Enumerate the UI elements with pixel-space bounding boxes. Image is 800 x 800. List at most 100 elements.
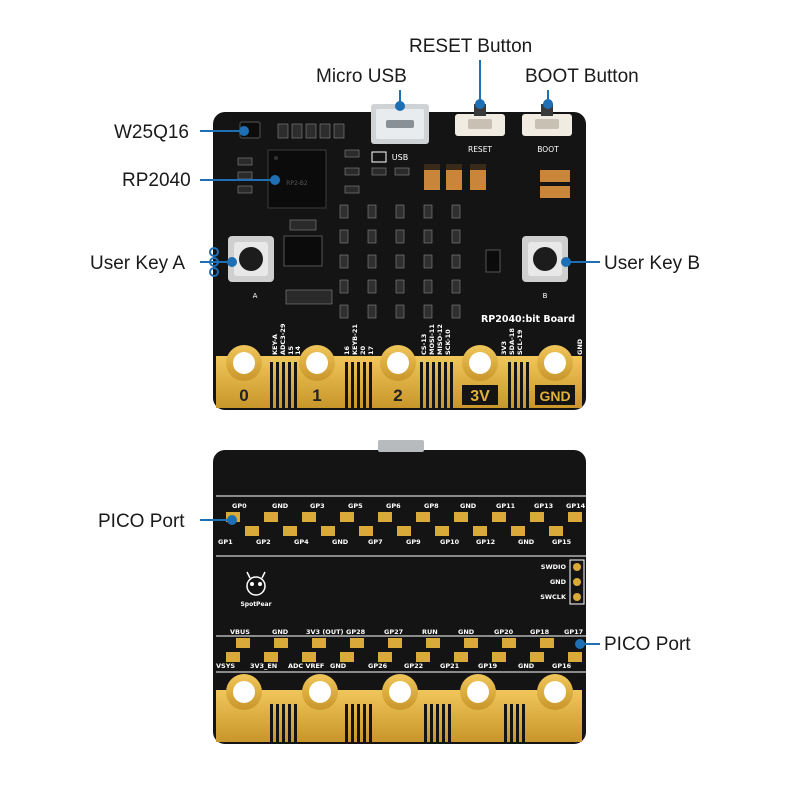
svg-text:14: 14 — [294, 345, 302, 355]
svg-text:KEYB-21: KEYB-21 — [351, 324, 359, 355]
boot-button — [522, 104, 572, 136]
misc-ics — [283, 219, 501, 305]
svg-text:GP9: GP9 — [406, 538, 421, 546]
svg-text:3V3 (OUT): 3V3 (OUT) — [306, 628, 344, 636]
svg-text:GP1: GP1 — [218, 538, 233, 546]
svg-text:GP22: GP22 — [404, 662, 423, 670]
svg-text:GP27: GP27 — [384, 628, 403, 636]
svg-text:16: 16 — [343, 345, 351, 355]
svg-text:SCL-19: SCL-19 — [516, 329, 524, 355]
back-edge-fingers-gaps — [270, 704, 525, 744]
front-edge-fingers-gaps — [270, 362, 529, 408]
svg-text:GP20: GP20 — [494, 628, 514, 636]
user-key-a — [228, 236, 274, 282]
swdio-label: SWDIO — [541, 563, 567, 571]
user-key-a-callout: User Key A — [90, 253, 186, 274]
pad-label-gnd: GND — [539, 388, 570, 404]
svg-text:GP3: GP3 — [310, 502, 325, 510]
svg-text:GND: GND — [458, 628, 475, 636]
svg-text:CS-13: CS-13 — [420, 334, 428, 355]
svg-text:GND: GND — [330, 662, 347, 670]
pad-label-2: 2 — [393, 386, 402, 405]
usb-silk-label: USB — [392, 153, 408, 162]
svg-text:ADC3-29: ADC3-29 — [279, 323, 287, 355]
micro-usb-connector — [371, 104, 429, 144]
svg-text:GND: GND — [272, 502, 289, 510]
boot-button-callout: BOOT Button — [525, 66, 639, 87]
user-key-b — [522, 236, 568, 282]
svg-text:17: 17 — [367, 346, 375, 355]
reset-button-callout: RESET Button — [409, 36, 533, 57]
key-b-silk-label: B — [543, 292, 548, 300]
svg-text:GP5: GP5 — [348, 502, 363, 510]
svg-text:MOSI-11: MOSI-11 — [428, 324, 436, 355]
swclk-label: SWCLK — [540, 593, 567, 601]
left-passives — [237, 149, 410, 194]
svg-text:GND: GND — [518, 662, 535, 670]
spotpear-logo-text: SpotPear — [240, 601, 271, 608]
pad-label-1: 1 — [312, 386, 321, 405]
svg-text:GP10: GP10 — [440, 538, 460, 546]
rp2040-callout: RP2040 — [122, 170, 191, 191]
svg-text:GP2: GP2 — [256, 538, 271, 546]
svg-text:GP17: GP17 — [564, 628, 583, 636]
svg-text:RUN: RUN — [422, 628, 438, 636]
back-pcb — [213, 450, 586, 744]
user-key-b-callout: User Key B — [604, 253, 701, 274]
svg-text:RP2-B2: RP2-B2 — [286, 180, 308, 187]
back-usb-shadow — [378, 440, 424, 452]
pad-label-0: 0 — [239, 386, 248, 405]
front-pads — [226, 345, 573, 381]
svg-text:GP21: GP21 — [440, 662, 460, 670]
back-pads — [226, 674, 573, 710]
svg-text:GP6: GP6 — [386, 502, 401, 510]
svg-text:GP11: GP11 — [496, 502, 516, 510]
micro-usb-callout: Micro USB — [316, 66, 407, 87]
svg-text:VBUS: VBUS — [230, 628, 250, 636]
svg-text:GND: GND — [272, 628, 289, 636]
svg-text:GND: GND — [518, 538, 535, 546]
board-name-silk: RP2040:bit Board — [481, 314, 575, 325]
svg-text:15: 15 — [287, 345, 295, 355]
front-board: 0 1 2 3V GND USB RESET BOOT — [213, 104, 586, 410]
bottom-row-upper-labels: VBUS GND 3V3 (OUT) GP28 GP27 RUN GND GP2… — [230, 628, 583, 636]
spotpear-logo — [246, 571, 266, 596]
svg-text:GP16: GP16 — [552, 662, 572, 670]
top-resistor-row — [277, 123, 345, 139]
bottom-row-lower-labels: VSYS 3V3_EN ADC VREF GND GP26 GP22 GP21 … — [216, 662, 572, 670]
pad-label-3v: 3V — [470, 388, 490, 405]
svg-text:GP0: GP0 — [232, 502, 247, 510]
svg-text:3V3_EN: 3V3_EN — [250, 662, 277, 670]
svg-text:GND: GND — [332, 538, 349, 546]
svg-text:GP26: GP26 — [368, 662, 388, 670]
svg-text:GP7: GP7 — [368, 538, 383, 546]
svg-text:GP4: GP4 — [294, 538, 309, 546]
svg-text:GP14: GP14 — [566, 502, 586, 510]
svg-text:GP8: GP8 — [424, 502, 439, 510]
top-row-upper-labels: GP0 GND GP3 GP5 GP6 GP8 GND GP11 GP13 GP… — [232, 502, 586, 510]
reset-silk-label: RESET — [468, 145, 492, 154]
key-a-silk-label: A — [253, 292, 258, 300]
svg-text:GP15: GP15 — [552, 538, 572, 546]
svg-text:KEY-A: KEY-A — [271, 334, 279, 355]
w25q16-callout: W25Q16 — [114, 122, 189, 143]
back-board: GP0 GND GP3 GP5 GP6 GP8 GND GP11 GP13 GP… — [213, 440, 586, 744]
svg-text:VSYS: VSYS — [216, 662, 235, 670]
svg-text:GND: GND — [576, 338, 584, 355]
callout-lines — [200, 60, 600, 649]
svg-text:SCK-10: SCK-10 — [444, 329, 452, 355]
svg-text:3V3: 3V3 — [500, 341, 508, 355]
svg-text:GP28: GP28 — [346, 628, 366, 636]
boot-silk-label: BOOT — [537, 145, 559, 154]
front-edge-labels: KEY-A ADC3-29 15 14 16 KEYB-21 20 17 CS-… — [271, 323, 584, 355]
swd-gnd-label: GND — [550, 578, 567, 586]
swd-header — [569, 559, 585, 605]
svg-text:GP13: GP13 — [534, 502, 553, 510]
svg-text:ADC VREF: ADC VREF — [288, 662, 324, 670]
svg-text:GND: GND — [460, 502, 477, 510]
tantalum-caps — [424, 164, 570, 198]
svg-text:GP18: GP18 — [530, 628, 550, 636]
svg-text:SDA-18: SDA-18 — [508, 328, 516, 355]
led-matrix — [339, 204, 461, 319]
